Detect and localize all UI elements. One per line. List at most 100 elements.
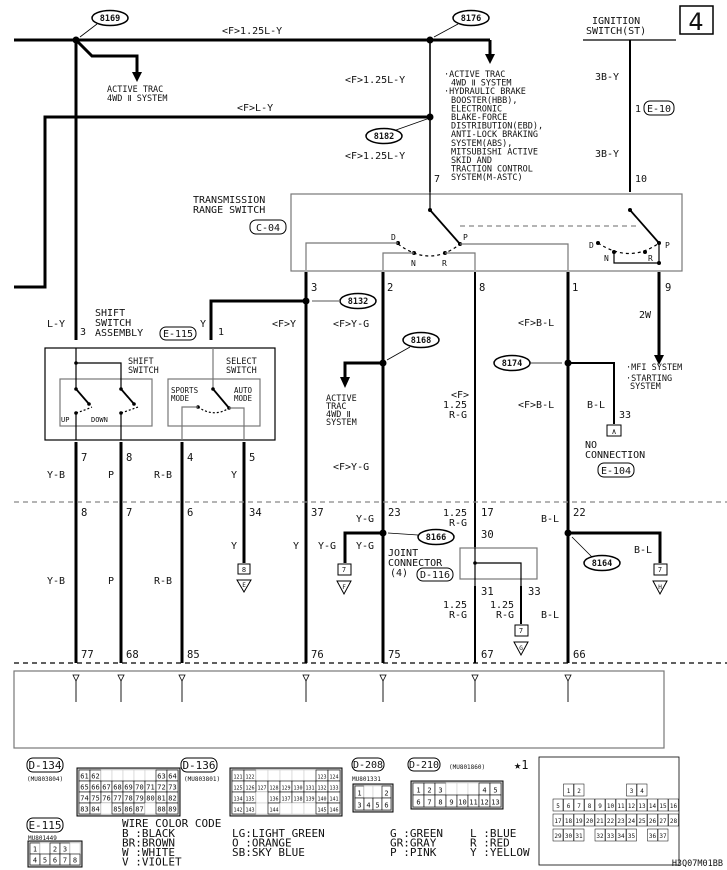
connector-pin-label: 34 xyxy=(617,833,625,840)
connector-pin-label: 61 xyxy=(80,773,88,781)
connector-pin-label: 124 xyxy=(329,775,338,781)
connector-pin xyxy=(69,853,81,866)
wire-y-g-ground xyxy=(343,531,383,563)
connector-pin-label: 25 xyxy=(638,818,646,825)
svg-text:E-104: E-104 xyxy=(601,466,631,477)
connector-pin xyxy=(327,802,341,815)
ground-g-box xyxy=(514,624,529,637)
mid-pin-22: 22 xyxy=(573,507,586,519)
connector-c-04-badge: C-04 xyxy=(249,219,287,235)
svg-text:E-115: E-115 xyxy=(163,329,193,340)
ssa-pin-3: 3 xyxy=(80,327,86,338)
connector-pin xyxy=(647,813,658,827)
connector-pin-label: 63 xyxy=(157,773,165,781)
connector-pin-label: 1 xyxy=(33,846,37,854)
connector-pin xyxy=(594,798,606,812)
label-y-g-c: Y-G xyxy=(356,541,374,552)
connector-pin xyxy=(573,798,585,812)
connector-pin-label: 36 xyxy=(649,833,657,840)
connector-pin xyxy=(636,783,648,797)
connector-pin-label: 85 xyxy=(113,806,121,814)
connector-pin xyxy=(636,813,648,827)
select-switch-label-2: SWITCH xyxy=(226,366,257,376)
wire-no-connection xyxy=(568,362,615,424)
splice-8164: 8164 xyxy=(571,536,621,572)
wire-label-right-a: <F>1.25L-Y xyxy=(345,75,405,86)
svg-text:·STARTING: ·STARTING xyxy=(626,374,672,384)
svg-text:1.25: 1.25 xyxy=(490,600,514,611)
connector-pin xyxy=(647,828,658,842)
connector-pin-label: 7 xyxy=(427,799,431,807)
wire-b-l-ground xyxy=(568,531,662,563)
connector-pin-label: 62 xyxy=(91,773,99,781)
trs-label-2: RANGE SWITCH xyxy=(193,205,265,216)
mid-pin-6: 6 xyxy=(187,507,193,519)
active-trac-left-label: ACTIVE TRAC 4WD Ⅱ SYSTEM xyxy=(107,85,167,104)
connector-pin-label: 140 xyxy=(317,797,326,803)
svg-text:8168: 8168 xyxy=(411,336,431,346)
connector-pin xyxy=(605,828,616,842)
trs-pos-p: P xyxy=(463,233,468,242)
connector-pin xyxy=(144,802,157,815)
systems-list-line: ·ACTIVE TRAC xyxy=(444,70,505,80)
ignition-pin-10: 10 xyxy=(635,174,647,185)
systems-list-line: SKID AND xyxy=(451,156,492,166)
connector-pin xyxy=(573,813,585,827)
wire-color-entry: Y :YELLOW xyxy=(470,846,530,859)
connector-pin-label: 67 xyxy=(102,784,110,792)
wire-label-second: <F>L-Y xyxy=(237,103,273,114)
trs-pin-7: 7 xyxy=(434,174,440,185)
ecu-terminal-icon xyxy=(178,674,186,682)
shift-switch-box xyxy=(59,378,153,427)
connector-pin-label: 1 xyxy=(416,787,420,795)
connector-pin-label: 84 xyxy=(91,806,99,814)
ssa-label-1: SHIFT xyxy=(95,308,125,319)
connector-pin xyxy=(657,798,669,812)
trs-d-line xyxy=(305,242,398,270)
ecu-pin-66: 66 xyxy=(573,649,586,661)
connector-pin-label: 31 xyxy=(575,833,583,840)
ground-f-box-label: 7 xyxy=(342,566,346,574)
mid-pin-34: 34 xyxy=(249,507,262,519)
trs-label-1: TRANSMISSION xyxy=(193,195,265,206)
connector-pin xyxy=(39,842,51,855)
connector-pin-label: 16 xyxy=(670,803,678,810)
connector-pin-label: 17 xyxy=(554,818,562,825)
no-connection-chevron-icon: ∧ xyxy=(612,427,617,436)
ground-e-box xyxy=(237,563,251,575)
svg-text:8164: 8164 xyxy=(592,559,612,569)
joint-connector-label-3: (4) xyxy=(390,568,408,579)
connector-d-116-badge: D-116 xyxy=(416,567,454,582)
svg-text:R-G: R-G xyxy=(449,518,467,529)
svg-text:8182: 8182 xyxy=(374,132,394,142)
connector-pin-label: 86 xyxy=(124,806,132,814)
shift-down-label: DOWN xyxy=(91,416,108,424)
ground-h-triangle-icon xyxy=(652,580,668,596)
svg-text:4WD Ⅱ SYSTEM: 4WD Ⅱ SYSTEM xyxy=(107,94,167,104)
connector-pin-label: 75 xyxy=(91,795,99,803)
ecu-pin-77: 77 xyxy=(81,649,94,661)
ground-e-triangle-icon xyxy=(236,579,252,593)
transmission-range-switch-box xyxy=(290,193,683,272)
connector-pin-label: 28 xyxy=(670,818,678,825)
connector-pin-label: 73 xyxy=(168,784,176,792)
connector-pin xyxy=(657,828,669,842)
connector-pin xyxy=(668,798,679,812)
ecu-pin-75: 75 xyxy=(388,649,401,661)
connector-pin-label: 87 xyxy=(135,806,143,814)
connector-pin-label: 74 xyxy=(80,795,88,803)
connector-pin xyxy=(291,802,305,815)
shift-up-label: UP xyxy=(61,416,69,424)
wire-second-top xyxy=(14,115,430,289)
connector-pin-label: 65 xyxy=(80,784,88,792)
connector-pin xyxy=(636,798,648,812)
svg-text:SYSTEM: SYSTEM xyxy=(630,382,661,392)
trs-right-pos-n: N xyxy=(604,254,609,263)
wire-label-fbl-1: <F>B-L xyxy=(518,318,554,329)
label-lower-p: P xyxy=(108,576,114,587)
connector-pin-label: 8 xyxy=(438,799,442,807)
trs-p-line xyxy=(460,243,569,270)
svg-text:8166: 8166 xyxy=(426,533,446,543)
connector-pin-label: 3 xyxy=(63,846,67,854)
wire-color-entry: SB:SKY BLUE xyxy=(232,846,305,859)
